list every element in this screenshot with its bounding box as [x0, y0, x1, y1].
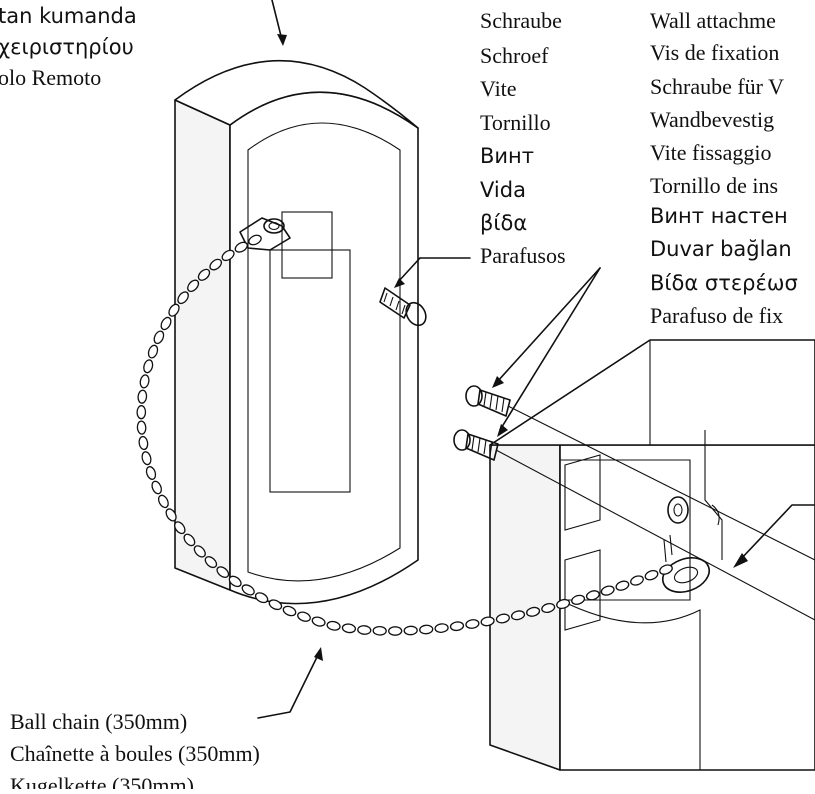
chain-label-line-2: Chaînette à boules (350mm)	[10, 741, 260, 766]
chain-bead	[326, 620, 341, 631]
chain-bead	[571, 594, 586, 605]
screw-name-4: Tornillo	[480, 110, 551, 135]
wall-screw-name-10: Parafuso de fix	[650, 303, 783, 328]
chain-bead	[254, 592, 269, 604]
screw-name-6: Vida	[480, 178, 526, 202]
chain-bead	[138, 435, 149, 451]
chain-bead	[160, 316, 172, 331]
chain-bead	[136, 405, 147, 420]
screw-name-3: Vite	[480, 76, 517, 101]
chain-bead	[168, 303, 180, 317]
chain-bead	[357, 625, 372, 635]
chain-bead	[177, 291, 189, 305]
chain-bead	[449, 621, 465, 632]
holder-label-line-1: tan kumanda	[0, 4, 137, 28]
screw-name-5: Винт	[480, 144, 534, 168]
wall-bracket	[489, 339, 815, 771]
chain-bead	[187, 279, 200, 293]
chain-bead	[510, 610, 526, 621]
chain-bead	[153, 330, 165, 345]
chain-label-line-3: Kugelkette (350mm)	[10, 773, 194, 789]
chain-bead	[585, 590, 600, 601]
wall-screw-name-8: Duvar bağlan	[650, 237, 792, 261]
wall-screw-name-6: Tornillo de ins	[650, 173, 778, 198]
screw-name-8: Parafusos	[480, 243, 566, 268]
chain-bead	[282, 605, 297, 617]
chain-bead	[157, 494, 169, 509]
wall-screw-name-9: Βίδα στερέωσ	[650, 271, 798, 295]
chain-bead	[234, 241, 248, 253]
chain-bead	[221, 249, 235, 262]
chain-bead	[248, 234, 262, 246]
chain-bead	[465, 619, 480, 629]
chain-bead	[147, 344, 159, 359]
chain-bead	[151, 480, 162, 495]
chain-bead	[228, 575, 242, 588]
wall-screw-name-5: Vite fissaggio	[650, 140, 772, 165]
wall-screw-name-4: Wandbevestig	[650, 107, 774, 132]
chain-bead	[183, 533, 196, 547]
chain-bead	[495, 613, 510, 624]
chain-bead	[659, 564, 673, 575]
holder-label-line-2: χειριστηρίου	[0, 35, 134, 59]
remote-holder	[174, 59, 419, 605]
chain-bead	[311, 616, 326, 627]
chain-bead	[174, 521, 186, 535]
holder-label-line-3: olo Remoto	[0, 65, 101, 90]
chain-bead	[372, 625, 387, 636]
holder-screw	[379, 257, 471, 327]
chain-bead	[630, 575, 644, 586]
chain-bead	[145, 466, 157, 480]
chain-bead	[268, 599, 283, 611]
chain-label-line-1: Ball chain (350mm)	[10, 709, 187, 734]
chain-bead	[193, 545, 206, 558]
chain-bead	[644, 569, 659, 581]
chain-bead	[216, 566, 230, 578]
wall-screw-name-1: Wall attachme	[650, 8, 776, 33]
chain-bead	[615, 580, 630, 591]
leader-lines	[257, 0, 815, 719]
wall-screws	[453, 267, 815, 621]
chain-bead	[165, 508, 177, 522]
chain-bead	[136, 420, 147, 435]
chain-bead	[209, 258, 223, 271]
chain-bead	[137, 389, 148, 404]
wall-screw-name-2: Vis de fixation	[650, 40, 779, 65]
chain-bead	[480, 616, 495, 627]
chain-bead	[139, 374, 150, 389]
chain-bead	[297, 611, 311, 622]
chain-bead	[141, 451, 152, 466]
chain-bead	[556, 598, 571, 610]
chain-bead	[526, 606, 541, 617]
chain-bead	[204, 556, 218, 569]
chain-bead	[143, 359, 154, 374]
chain-bead	[388, 626, 403, 636]
ball-chain	[136, 234, 673, 636]
chain-bead	[434, 623, 449, 633]
screw-name-1: Schraube	[480, 8, 562, 33]
screw-name-7: βίδα	[480, 211, 527, 235]
chain-bead	[403, 625, 418, 636]
screw-name-2: Schroef	[480, 43, 549, 68]
chain-bead	[600, 585, 615, 596]
chain-bead	[341, 623, 357, 634]
chain-bead	[541, 602, 556, 614]
chain-bead	[241, 584, 255, 596]
chain-bead	[197, 268, 211, 281]
chain-bead	[419, 624, 434, 635]
wall-screw-name-7: Винт настен	[650, 204, 788, 228]
wall-screw-name-3: Schraube für V	[650, 74, 784, 99]
